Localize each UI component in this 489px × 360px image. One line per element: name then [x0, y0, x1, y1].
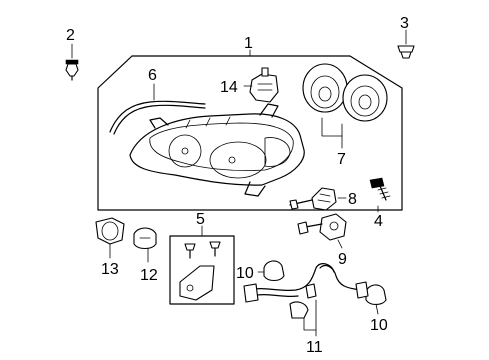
bulb-12-icon	[133, 227, 157, 250]
socket-13-icon	[95, 217, 125, 245]
callout-10-right: 10	[370, 317, 388, 334]
callout-10-left: 10	[236, 265, 254, 282]
socket-icon	[297, 213, 347, 241]
callout-3: 3	[400, 15, 409, 32]
callout-5: 5	[196, 211, 205, 228]
screw-icon	[369, 177, 391, 201]
callout-2: 2	[66, 27, 75, 44]
wiring-harness-icon	[243, 263, 369, 319]
bulb-10-left-icon	[263, 260, 285, 282]
bulb-icon	[289, 187, 337, 211]
clip-icon	[249, 67, 279, 103]
dust-cap-icon	[302, 63, 388, 122]
leader-lines	[71, 29, 407, 337]
assembly-frame	[97, 55, 403, 211]
callout-11: 11	[306, 339, 323, 356]
bulb-10-right-icon	[365, 284, 387, 306]
callout-1: 1	[244, 35, 253, 52]
callout-13: 13	[101, 261, 119, 278]
callout-14: 14	[220, 79, 238, 96]
callout-labels: 1 2 3 4 5 6 7 8 9 10 10 11 12 13 14	[66, 15, 409, 356]
callout-8: 8	[348, 191, 357, 208]
callout-6: 6	[148, 67, 157, 84]
retainer-clip-icon	[397, 45, 415, 59]
bracket-kit-icon	[169, 235, 235, 305]
callout-4: 4	[374, 213, 383, 230]
callout-12: 12	[140, 267, 158, 284]
gasket-strip-icon	[109, 100, 206, 135]
headlamp-housing-icon	[129, 103, 305, 197]
callout-7: 7	[337, 151, 346, 168]
bolt-icon	[65, 59, 79, 81]
callout-9: 9	[338, 251, 347, 268]
